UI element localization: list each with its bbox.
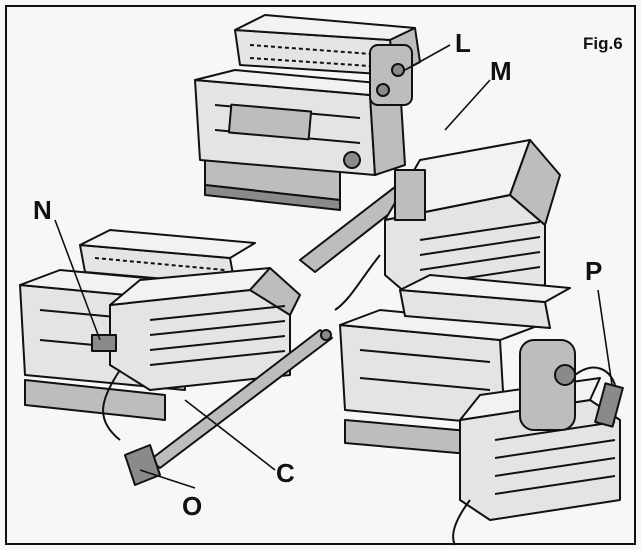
bottom-left-machine-assembly: [19, 229, 333, 486]
label-M: M: [490, 56, 512, 86]
leader-O: [139, 469, 196, 489]
leader-lines: [54, 44, 613, 489]
leader-L: [404, 44, 451, 71]
label-N: N: [33, 195, 52, 225]
leader-N: [54, 219, 101, 341]
figure-frame: [5, 5, 636, 545]
bottom-right-machine-assembly: [339, 274, 624, 546]
figure-caption: Fig.6: [583, 34, 623, 53]
top-machine-assembly: [194, 14, 561, 311]
label-O: O: [182, 491, 203, 521]
label-L: L: [455, 28, 471, 58]
label-P: P: [585, 256, 603, 286]
leader-C: [184, 399, 276, 471]
label-C: C: [276, 458, 295, 488]
leader-M: [444, 79, 491, 131]
leader-P: [597, 289, 613, 386]
